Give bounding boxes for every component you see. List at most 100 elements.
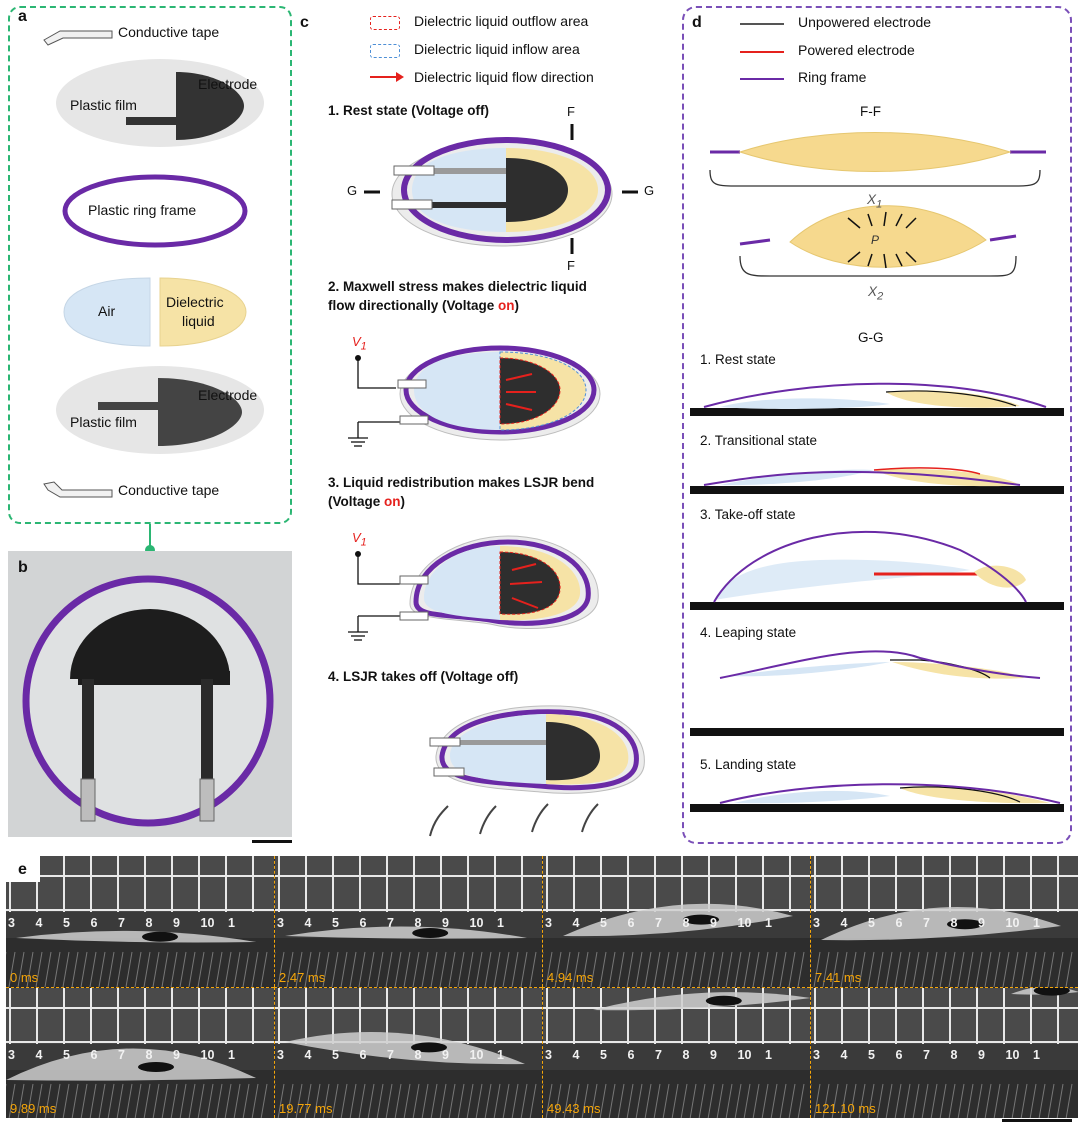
frame-timestamp: 7.41 ms — [815, 970, 862, 985]
ruler-tick-label: 10 — [1005, 1048, 1020, 1062]
gg-state-5: 5. Landing state — [700, 757, 797, 772]
ruler-tick-label: 6 — [627, 1048, 635, 1062]
ruler-tick-label: 1 — [1033, 916, 1040, 930]
ruler-tick-label: 8 — [682, 1048, 690, 1062]
electrode-bottom-lead — [98, 402, 160, 410]
voltage-label-1: V1 — [352, 334, 367, 353]
ruler-tick-label: 10 — [737, 1048, 752, 1062]
ruler-tick-label: 5 — [63, 916, 70, 930]
liquid-half-shape — [159, 277, 247, 347]
ruler-tick-label: 9 — [978, 916, 985, 930]
gg-state-4: 4. Leaping state — [700, 625, 797, 640]
step2-title-line2: flow directionally (Voltage on) — [328, 298, 520, 313]
ruler-tick-label: 7 — [387, 1048, 394, 1062]
ring-legend-label: Ring frame — [798, 69, 867, 85]
inflow-legend-label: Dielectric liquid inflow area — [414, 41, 580, 57]
ruler-tick-label: 9 — [442, 1048, 449, 1062]
ruler-tick-label: 10 — [737, 916, 752, 930]
ruler-tick-label: 5 — [868, 916, 875, 930]
frame-timestamp: 0 ms — [10, 970, 39, 985]
panel-label-d: d — [692, 14, 702, 31]
step3-title-line1: 3. Liquid redistribution makes LSJR bend — [328, 475, 595, 490]
air-half-shape — [63, 277, 151, 347]
ruler-tick-label: 8 — [950, 1048, 958, 1062]
ruler-tick-label: 7 — [118, 916, 125, 930]
ruler-tick-label: 6 — [895, 1048, 903, 1062]
ruler-tick-label: 3 — [8, 1048, 15, 1062]
bending-device — [348, 535, 599, 641]
ruler-tick-label: 6 — [90, 1048, 98, 1062]
unpowered-legend-label: Unpowered electrode — [798, 14, 932, 30]
gg-state-3: 3. Take-off state — [700, 507, 796, 522]
ruler-tick-label: 3 — [813, 916, 820, 930]
ruler-tick-label: 7 — [387, 916, 394, 930]
flow-arrow-icon — [370, 72, 404, 82]
transitional-state-section — [690, 467, 1064, 494]
ruler-tick-label: 7 — [118, 1048, 125, 1062]
ruler-tick-label: 3 — [545, 1048, 552, 1062]
gg-state-1: 1. Rest state — [700, 352, 776, 367]
ruler-tick-label: 5 — [600, 916, 607, 930]
ruler-tick-label: 8 — [145, 1048, 153, 1062]
ruler-tick-label: 1 — [228, 1048, 235, 1062]
ring-frame-shape — [62, 174, 248, 248]
dielectric-liquid-label-2: liquid — [182, 313, 215, 329]
panel-label-b: b — [18, 559, 28, 576]
ruler-tick-label: 3 — [545, 916, 552, 930]
panel-d-frame — [682, 6, 1072, 844]
leaping-state-section — [690, 650, 1064, 736]
plastic-film-bottom-label: Plastic film — [70, 414, 137, 430]
ruler-tick-label: 3 — [277, 1048, 284, 1062]
rest-state-section — [690, 382, 1064, 416]
powered-legend-label: Powered electrode — [798, 42, 915, 58]
panel-label-e: e — [18, 861, 27, 878]
ruler-tick-label: 8 — [950, 916, 958, 930]
ruler-tick-label: 5 — [332, 1048, 339, 1062]
ruler-tick-label: 1 — [765, 1048, 772, 1062]
gg-title: G-G — [858, 330, 884, 345]
ruler-tick-label: 3 — [277, 916, 284, 930]
ruler-tick-label: 9 — [442, 916, 449, 930]
ruler-tick-label: 1 — [497, 1048, 504, 1062]
ruler-tick-label: 5 — [868, 1048, 875, 1062]
maxwell-stress-device — [348, 345, 601, 447]
ruler-tick-label: 9 — [710, 916, 717, 930]
ruler-tick-label: 4 — [35, 916, 43, 930]
ff-section-diagram — [709, 132, 1046, 277]
takeoff-state-section — [690, 530, 1064, 610]
powered-legend-swatch — [740, 51, 784, 53]
ruler-tick-label: 10 — [1005, 916, 1020, 930]
electrode-bottom-shape — [158, 378, 242, 446]
step1-title: 1. Rest state (Voltage off) — [328, 103, 490, 118]
conductive-tape-top-icon — [43, 30, 113, 46]
x2-label: X2 — [868, 284, 884, 303]
ruler-tick-label: 5 — [332, 916, 339, 930]
ruler-tick-label: 3 — [813, 1048, 820, 1062]
ruler-tick-label: 4 — [304, 916, 312, 930]
section-g-right: G — [644, 183, 655, 198]
electrode-bottom-label: Electrode — [198, 387, 258, 403]
ruler-tick-label: 9 — [710, 1048, 717, 1062]
outflow-legend-swatch — [370, 16, 400, 30]
ruler-tick-label: 6 — [895, 916, 903, 930]
frame-timestamp: 9.89 ms — [10, 1101, 57, 1116]
panel-label-a: a — [18, 8, 27, 25]
ruler-tick-label: 10 — [469, 1048, 484, 1062]
ruler-tick-label: 9 — [978, 1048, 985, 1062]
scale-bar-e — [1002, 1119, 1072, 1122]
ruler-tick-label: 4 — [35, 1048, 43, 1062]
landing-state-section — [690, 783, 1064, 812]
panel-b-photo — [8, 551, 292, 837]
ruler-tick-label: 8 — [145, 916, 153, 930]
rest-state-device — [364, 124, 638, 254]
electrode-top-lead — [126, 117, 178, 125]
scale-bar-b — [252, 840, 292, 843]
section-f-bottom: F — [567, 258, 575, 273]
unpowered-legend-swatch — [740, 23, 784, 25]
